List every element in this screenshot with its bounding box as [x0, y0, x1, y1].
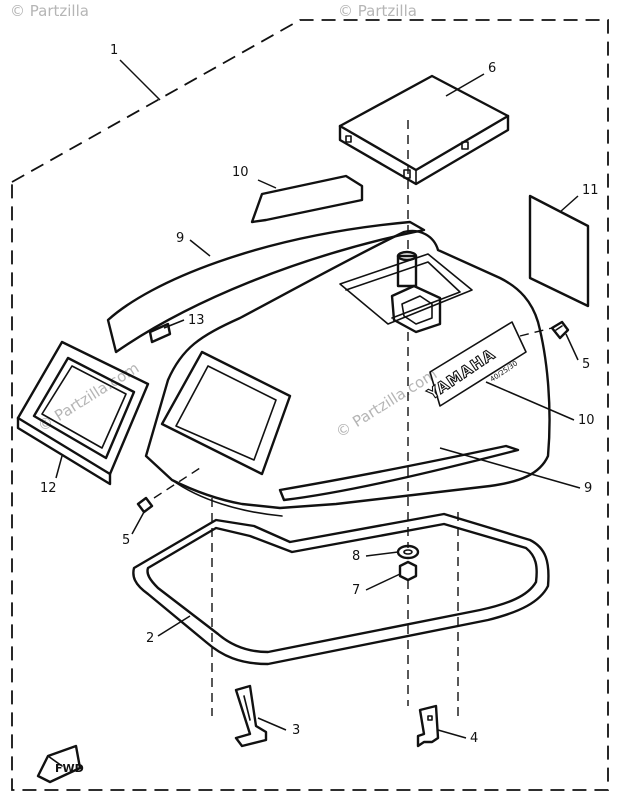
part-6-top-lid [338, 74, 510, 186]
leader-lines [55, 59, 581, 739]
part-4-bracket [416, 704, 440, 748]
callout-6: 6 [488, 61, 496, 76]
callout-9-lower: 9 [584, 481, 592, 496]
callout-1: 1 [110, 43, 118, 58]
part-2-bottom-seal [132, 512, 550, 666]
callout-11: 11 [582, 183, 599, 198]
part-7-nut [398, 560, 418, 582]
watermark-left-frame: © Partzilla.com [35, 359, 143, 436]
watermark-center: © Partzilla.com [333, 365, 441, 442]
watermark-top-right: © Partzilla [338, 2, 417, 20]
nav-arrow-label: FWD [55, 762, 84, 775]
callout-7: 7 [352, 583, 360, 598]
callout-13: 13 [188, 313, 205, 328]
part-9-upper-stripe [106, 220, 426, 354]
part-5-screw-left [136, 496, 154, 514]
callout-3: 3 [292, 723, 300, 738]
callout-8: 8 [352, 549, 360, 564]
part-10-upper-decal [250, 174, 364, 224]
callout-5-left: 5 [122, 533, 130, 548]
watermark-top-left: © Partzilla [10, 2, 89, 20]
assembly-boundary [11, 19, 609, 791]
callout-5-right: 5 [582, 357, 590, 372]
callout-2: 2 [146, 631, 154, 646]
callout-10-upper: 10 [232, 165, 249, 180]
callout-12: 12 [40, 481, 57, 496]
part-1-top-cowling: YAMAHA 40/25/30 [144, 229, 551, 517]
part-12-window-frame [16, 340, 150, 486]
callout-9-upper: 9 [176, 231, 184, 246]
nav-arrow-icon[interactable]: FWD [36, 744, 84, 784]
part-11-side-panel [528, 194, 590, 308]
part-3-bracket [234, 684, 268, 748]
part-5-screw-right [550, 320, 570, 340]
assembly-lines [153, 120, 553, 716]
callout-10-lower: 10 [578, 413, 595, 428]
part-13-clip [148, 322, 172, 344]
callout-4: 4 [470, 731, 478, 746]
